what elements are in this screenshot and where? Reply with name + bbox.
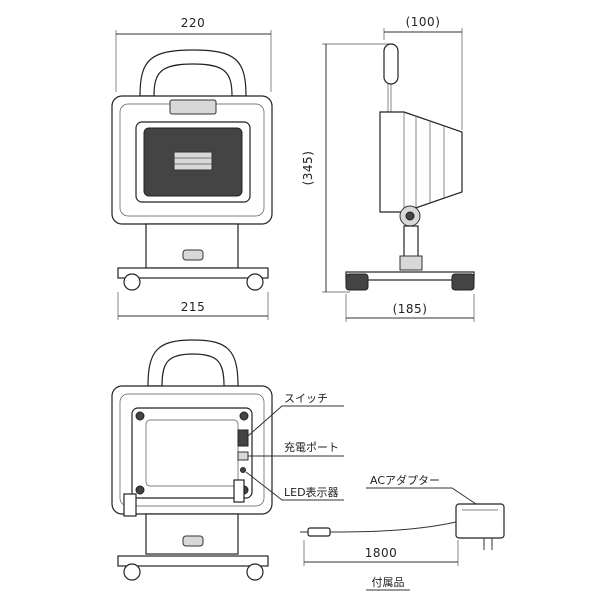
dim-base-width-label: 215	[181, 300, 205, 314]
adapter-cable	[329, 521, 457, 533]
foot-rear	[451, 273, 475, 291]
dim-cable-label: 1800	[365, 546, 398, 560]
rear-foot-right	[246, 563, 264, 581]
charge-port-label: 充電ポート	[284, 440, 339, 454]
dc-plug	[307, 527, 331, 537]
screw-icon	[135, 485, 145, 495]
rear-housing-inner	[119, 393, 265, 507]
ac-adapter-view: ACアダプター 1800 付属品	[300, 473, 505, 591]
led-leader	[245, 471, 344, 501]
housing-side	[379, 111, 463, 213]
top-label-plate	[169, 99, 217, 115]
ac-adapter-leader	[366, 487, 477, 505]
rear-stand-knob	[182, 535, 204, 547]
rear-panel	[131, 407, 253, 499]
led-indicator	[240, 467, 246, 473]
stand-plate	[145, 223, 239, 269]
dim-base-depth-label: (185)	[393, 302, 428, 316]
switch-leader	[247, 405, 344, 437]
tilt-knob-center	[405, 211, 415, 221]
power-switch	[237, 429, 249, 447]
stand-post	[403, 225, 419, 261]
side-view: (100) (345) (185)	[301, 15, 475, 322]
handle-side	[383, 43, 399, 85]
led-label: LED表示器	[284, 485, 339, 499]
rear-handle	[147, 339, 239, 387]
adapter-body	[455, 503, 505, 539]
foot-left	[123, 273, 141, 291]
screw-icon	[239, 411, 249, 421]
dim-height-label: (345)	[301, 151, 315, 186]
rear-stand	[145, 513, 239, 555]
rear-base-bar	[117, 555, 269, 567]
charge-port	[237, 451, 249, 461]
foot-front	[345, 273, 369, 291]
stand-clamp	[399, 255, 423, 271]
rear-foot-left	[123, 563, 141, 581]
handle	[139, 49, 247, 97]
accessory-caption: 付属品	[372, 576, 405, 589]
led-array	[173, 151, 213, 171]
dim-depth-label: (100)	[406, 15, 441, 29]
ac-adapter-label: ACアダプター	[370, 473, 440, 487]
side-hook-left	[123, 493, 137, 517]
side-hook-right	[233, 479, 245, 503]
dim-top-width-label: 220	[181, 16, 205, 30]
stand-knob	[182, 249, 204, 261]
screw-icon	[135, 411, 145, 421]
front-view: 220 215	[111, 16, 273, 320]
foot-right	[246, 273, 264, 291]
base-bar	[117, 267, 269, 279]
switch-label: スイッチ	[284, 392, 328, 405]
rear-view: スイッチ 充電ポート LED表示器	[111, 339, 344, 581]
